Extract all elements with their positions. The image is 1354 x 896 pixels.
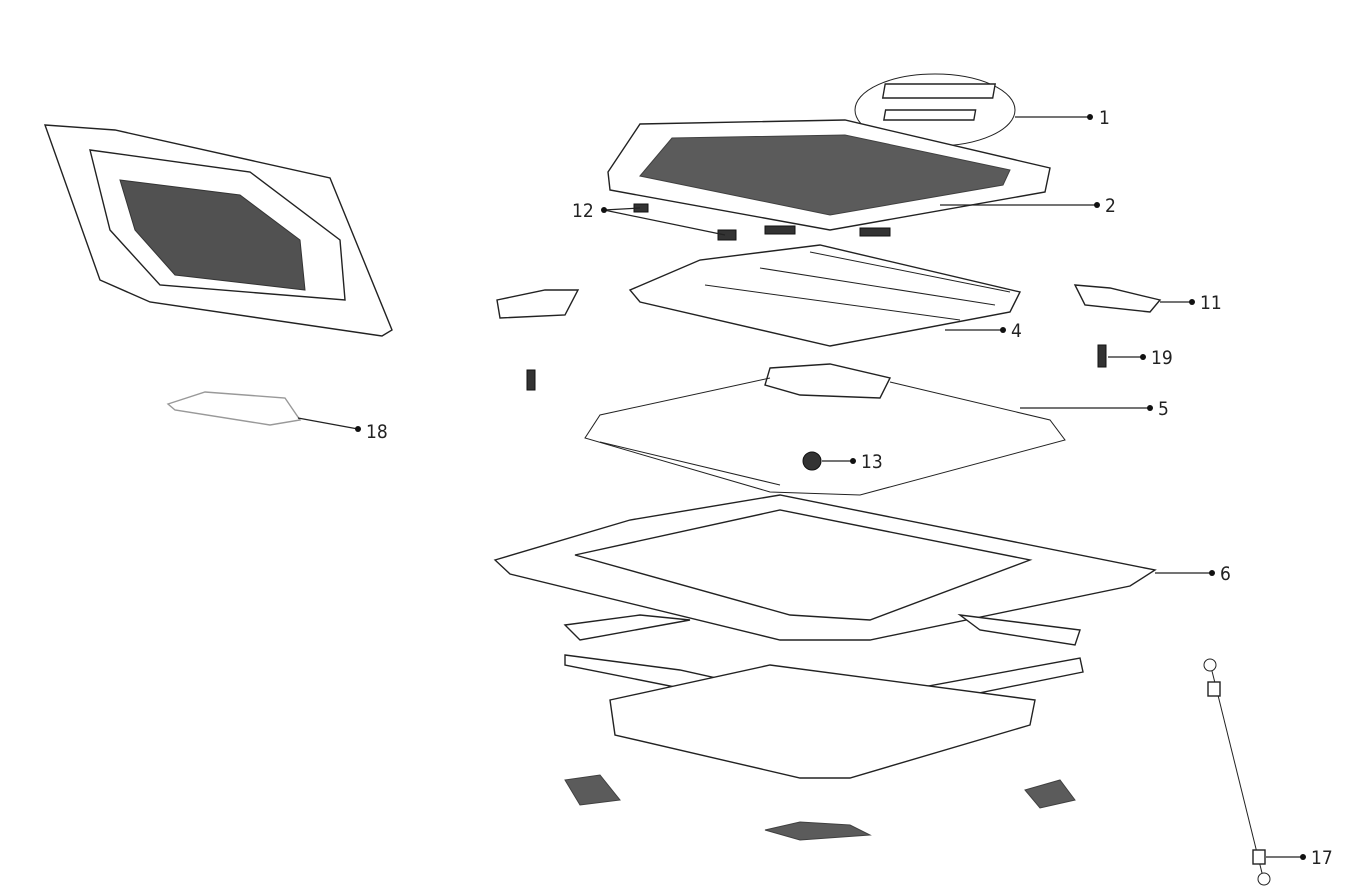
part-17-cable [1203,658,1271,886]
assembled-panel [43,124,393,337]
corner-piece-right [1024,779,1076,809]
part-6-frame [493,494,1157,641]
callout-13: 13 [822,451,883,473]
svg-text:17: 17 [1311,847,1333,869]
callout-19: 19 [1108,347,1173,369]
part-11-corner-right [1073,284,1162,313]
part-19-left [526,369,536,391]
callout-12: 12 [572,200,726,236]
svg-text:11: 11 [1200,292,1222,314]
svg-text:6: 6 [1220,563,1231,585]
callout-5: 5 [1020,398,1169,420]
part-5-louver-frame [584,363,1066,496]
part-1-group [854,73,1016,147]
callout-2: 2 [940,195,1116,217]
callout-17: 17 [1266,847,1333,869]
callout-18: 18 [297,417,388,443]
corner-piece-bottom [764,821,872,841]
svg-text:12: 12 [572,200,594,222]
part-13-motor [802,451,822,471]
part-11-corner-left [496,289,580,319]
corner-piece-left [564,774,621,806]
part-4-filter [628,244,1022,347]
part-18-display [166,391,302,426]
part-2-grille [607,119,1051,231]
callout-6: 6 [1155,563,1231,585]
callout-1: 1 [1015,107,1110,129]
svg-text:18: 18 [366,421,388,443]
part-19-right [1097,344,1107,368]
svg-text:1: 1 [1099,107,1110,129]
svg-text:2: 2 [1105,195,1116,217]
lower-frame [563,613,1084,779]
callout-4: 4 [945,320,1022,342]
svg-text:5: 5 [1158,398,1169,420]
svg-text:13: 13 [861,451,883,473]
svg-text:4: 4 [1011,320,1022,342]
callout-11: 11 [1160,292,1222,314]
svg-text:19: 19 [1151,347,1173,369]
